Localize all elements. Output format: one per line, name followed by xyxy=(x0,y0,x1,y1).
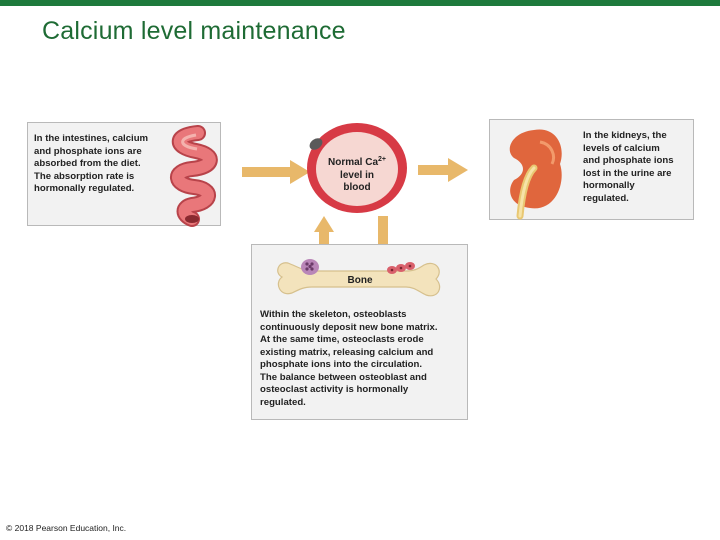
bone-label: Bone xyxy=(348,275,373,286)
intestine-illustration xyxy=(170,125,218,227)
blood-label-line2: level in xyxy=(340,170,374,181)
kidney-panel: In the kidneys, the levels of calcium an… xyxy=(489,119,694,220)
copyright-footer: © 2018 Pearson Education, Inc. xyxy=(6,523,127,533)
bone-illustration: Bone xyxy=(277,259,441,297)
blood-label-sup: 2+ xyxy=(378,156,386,163)
arrow-intestine-to-blood xyxy=(242,160,310,184)
osteoclast-cell xyxy=(301,259,319,275)
kidney-description: In the kidneys, the levels of calcium an… xyxy=(583,130,674,204)
blood-label-line3: blood xyxy=(343,182,370,193)
blood-vessel: Normal Ca2+ level in blood xyxy=(307,123,407,213)
intestine-panel: In the intestines, calcium and phosphate… xyxy=(27,122,221,227)
bone-panel: Bone Within the skeleton, osteoblasts co… xyxy=(251,244,468,420)
slide-title: Calcium level maintenance xyxy=(42,17,346,45)
top-bar xyxy=(0,0,720,6)
blood-label-line1: Normal Ca2+ xyxy=(328,156,386,168)
intestine-description: In the intestines, calcium and phosphate… xyxy=(34,133,149,194)
blood-label-main: Normal Ca xyxy=(328,157,378,168)
arrow-blood-to-kidney xyxy=(418,158,468,182)
osteoblast-cells xyxy=(387,262,415,274)
bone-description: Within the skeleton, osteoblasts continu… xyxy=(260,309,438,408)
kidney-illustration xyxy=(509,129,562,220)
